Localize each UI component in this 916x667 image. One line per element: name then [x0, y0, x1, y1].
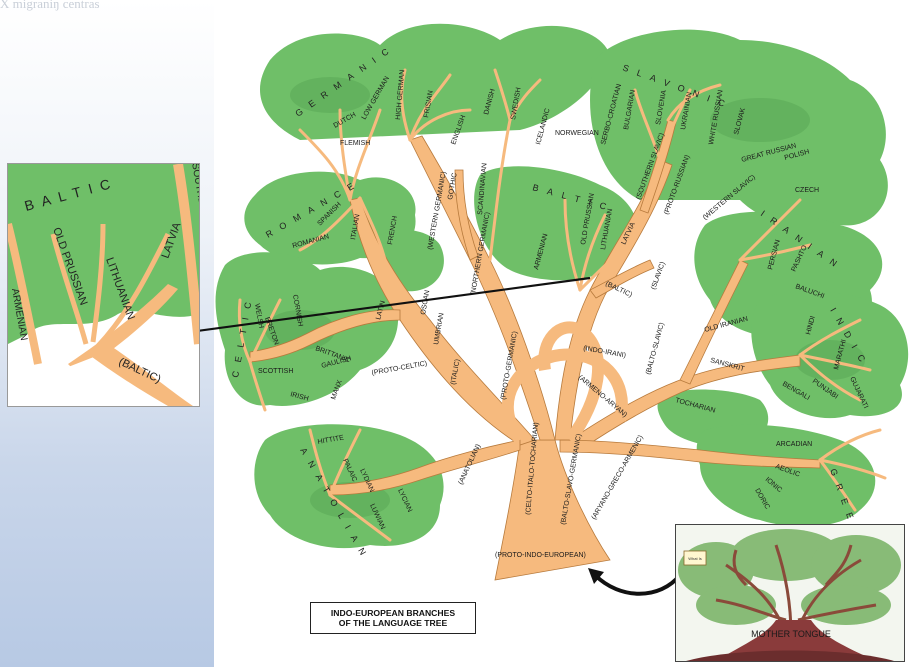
label-scottish: SCOTTISH: [258, 368, 293, 375]
label-proto-indo-european: (PROTO-INDO-EUROPEAN): [495, 552, 586, 559]
label-norwegian: NORWEGIAN: [555, 130, 599, 137]
title-line-2: OF THE LANGUAGE TREE: [339, 618, 447, 628]
mini-tree-trunk-label: MOTHER TONGUE: [751, 629, 831, 639]
label-czech: CZECH: [795, 187, 819, 194]
curved-pointer-arrow: [595, 575, 680, 594]
mother-tongue-mini-tree: MOTHER TONGUE What Is: [675, 524, 905, 662]
label-balto-slavic: (BALTO-SLAVIC): [645, 322, 666, 376]
mini-tree-tag-label: What Is: [688, 556, 702, 561]
label-proto-celtic: (PROTO-CELTIC): [371, 360, 428, 377]
diagram-title-box: INDO-EUROPEAN BRANCHES OF THE LANGUAGE T…: [310, 602, 476, 634]
label-oscan: OSCAN: [420, 290, 431, 316]
label-arcadian: ARCADIAN: [776, 441, 812, 448]
baltic-zoom-inset: BALTIC OLD PRUSSIAN LITHUANIAN LATVIA (B…: [7, 163, 200, 407]
label-flemish: FLEMISH: [340, 140, 370, 147]
title-line-1: INDO-EUROPEAN BRANCHES: [331, 608, 455, 618]
